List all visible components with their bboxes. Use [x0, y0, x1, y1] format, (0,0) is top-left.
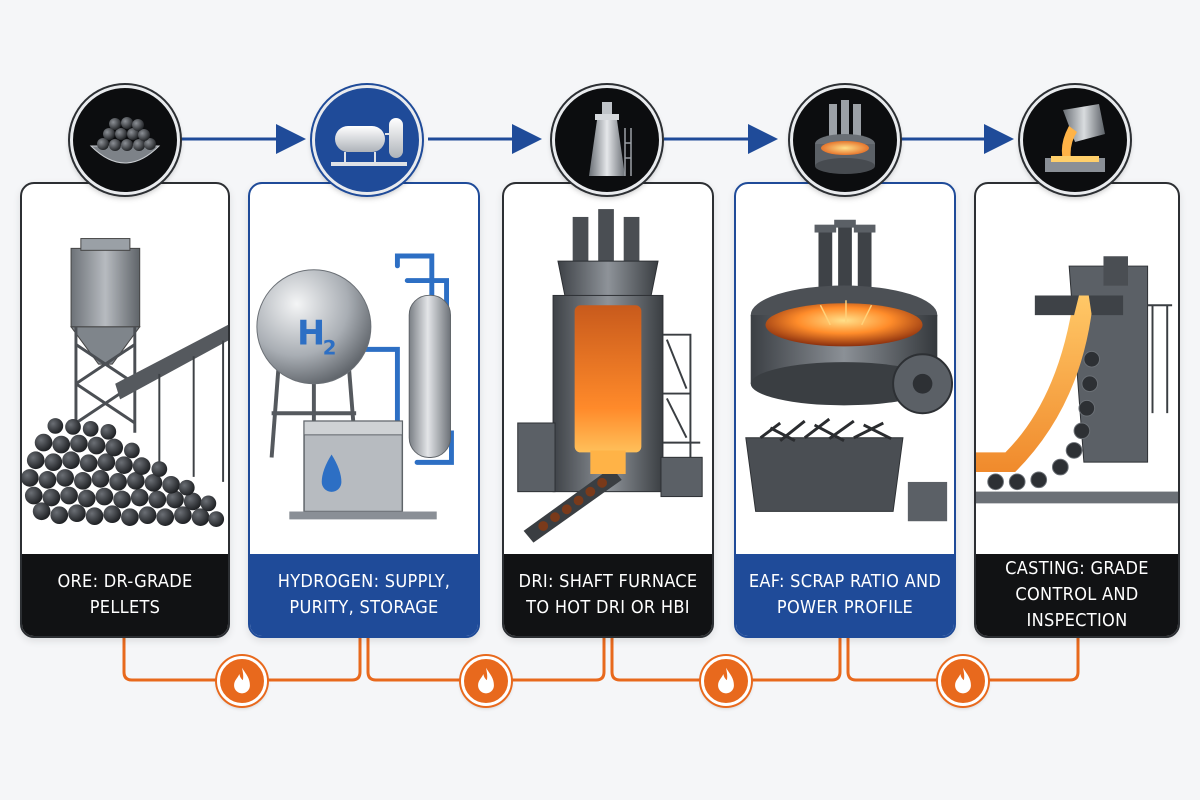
- stage-card-hydrogen: H 2 HYDROGEN: SUPPLY, PURITY, STORAGE: [248, 182, 480, 638]
- ore-pellets-bowl-icon: [70, 85, 180, 195]
- hydrogen-symbol: H: [297, 313, 325, 352]
- continuous-caster-illustration: [976, 256, 1178, 504]
- flame-icon: [701, 656, 751, 706]
- stage-card-eaf: EAF: SCRAP RATIO AND POWER PROFILE: [734, 182, 956, 638]
- hydrogen-tank-icon: [312, 85, 422, 195]
- shaft-furnace-icon: [552, 85, 662, 195]
- feedback-lines: [122, 638, 1080, 682]
- stage-label-hydrogen: HYDROGEN: SUPPLY, PURITY, STORAGE: [250, 554, 478, 636]
- flame-icon: [461, 656, 511, 706]
- stage-label-ore: ORE: DR-GRADE PELLETS: [22, 554, 228, 636]
- stage-label-eaf: EAF: SCRAP RATIO AND POWER PROFILE: [736, 554, 954, 636]
- flame-icon: [217, 656, 267, 706]
- stage-card-casting: CASTING: GRADE CONTROL AND INSPECTION: [974, 182, 1180, 638]
- hydrogen-subscript: 2: [323, 336, 337, 359]
- electric-arc-furnace-illustration: [745, 219, 954, 522]
- stage-card-ore: ORE: DR-GRADE PELLETS: [20, 182, 230, 638]
- flame-icon: [938, 656, 988, 706]
- ladle-pour-icon: [1020, 85, 1130, 195]
- stage-card-dri: DRI: SHAFT FURNACE TO HOT DRI OR HBI: [502, 182, 714, 638]
- hydrogen-plant-illustration: H 2: [256, 253, 454, 520]
- stage-label-casting: CASTING: GRADE CONTROL AND INSPECTION: [976, 554, 1178, 636]
- electric-arc-furnace-icon: [790, 85, 900, 195]
- ore-stockpile-illustration: [22, 238, 228, 527]
- stage-label-dri: DRI: SHAFT FURNACE TO HOT DRI OR HBI: [504, 554, 712, 636]
- shaft-furnace-illustration: [517, 209, 703, 543]
